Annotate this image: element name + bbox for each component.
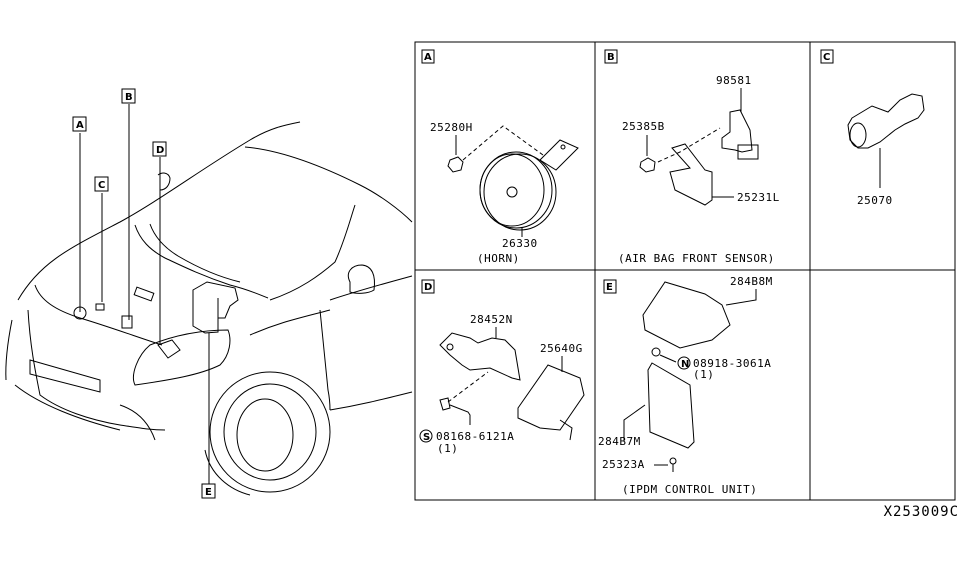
bracket-icon bbox=[439, 332, 521, 381]
panel-c-switch: C 25070 bbox=[820, 49, 925, 207]
bolt-icon bbox=[439, 397, 451, 411]
cover-icon bbox=[642, 281, 731, 349]
switch-icon bbox=[847, 93, 925, 149]
panel-e-key: E bbox=[606, 282, 613, 293]
part-label[interactable]: 25323A bbox=[602, 458, 645, 471]
part-label[interactable]: 284B7M bbox=[598, 435, 641, 448]
panel-b-key: B bbox=[607, 52, 615, 63]
part-label[interactable]: 08168-6121A bbox=[436, 430, 514, 443]
part-label[interactable]: 28452N bbox=[470, 313, 513, 326]
sensor-icon bbox=[721, 109, 753, 153]
part-label[interactable]: 284B8M bbox=[730, 275, 773, 288]
panel-caption: (AIR BAG FRONT SENSOR) bbox=[618, 252, 775, 265]
nut-symbol: N bbox=[681, 359, 689, 370]
ipdm-unit-icon bbox=[647, 362, 695, 449]
callout-e: E bbox=[205, 487, 212, 498]
part-qty: (1) bbox=[693, 368, 714, 381]
panel-a-key: A bbox=[424, 52, 432, 63]
callout-c: C bbox=[98, 180, 105, 191]
bolt-icon bbox=[669, 457, 677, 465]
nut-icon bbox=[447, 156, 464, 173]
callout-b: B bbox=[125, 92, 133, 103]
panel-caption: (IPDM CONTROL UNIT) bbox=[622, 483, 757, 496]
panel-caption: (HORN) bbox=[477, 252, 520, 265]
part-label[interactable]: 25070 bbox=[857, 194, 893, 207]
car-overview-illustration bbox=[5, 121, 413, 496]
part-label[interactable]: 08918-3061A bbox=[693, 357, 771, 370]
bracket-icon bbox=[669, 143, 713, 206]
part-label[interactable]: 25385B bbox=[622, 120, 665, 133]
module-icon bbox=[517, 364, 585, 431]
part-label[interactable]: 26330 bbox=[502, 237, 538, 250]
n-symbol-icon bbox=[677, 356, 691, 370]
part-label[interactable]: 25640G bbox=[540, 342, 583, 355]
diagram-reference-number: X253009C bbox=[883, 504, 959, 520]
panel-b-airbag-sensor: B 98581 25385B 25231L (AIR BAG FRONT SEN… bbox=[604, 49, 780, 265]
panel-c-key: C bbox=[823, 52, 830, 63]
part-qty: (1) bbox=[437, 442, 458, 455]
nut-icon bbox=[639, 157, 656, 173]
s-symbol-icon bbox=[419, 429, 433, 443]
panel-a-horn: A 25280H 26330 (HORN) bbox=[421, 49, 579, 265]
panel-d-bracket: D 28452N 25640G S 08168-6121A (1) bbox=[419, 279, 585, 455]
bolt-symbol: S bbox=[423, 432, 430, 443]
part-label[interactable]: 25231L bbox=[737, 191, 780, 204]
panel-grid bbox=[414, 41, 956, 501]
overview-callouts: A B C D E bbox=[72, 88, 216, 499]
part-label[interactable]: 98581 bbox=[716, 74, 752, 87]
panel-e-ipdm: E 284B8M N 08918-3061A (1) 284B7M 25323A… bbox=[598, 275, 773, 496]
callout-a: A bbox=[76, 120, 84, 131]
nut-icon bbox=[651, 347, 661, 357]
part-label[interactable]: 25280H bbox=[430, 121, 473, 134]
callout-d: D bbox=[156, 145, 164, 156]
panel-d-key: D bbox=[424, 282, 432, 293]
